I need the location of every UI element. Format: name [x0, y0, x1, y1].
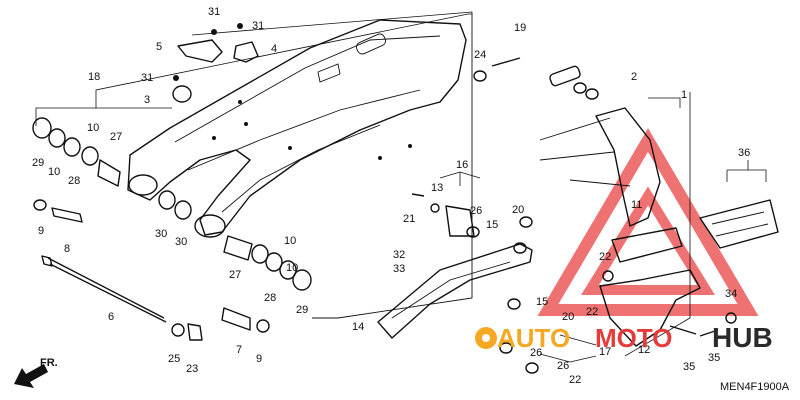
callout-number: 10 [87, 122, 99, 134]
callout-number: 15 [486, 219, 498, 231]
callout-number: 9 [38, 225, 44, 237]
callout-number: 5 [156, 41, 162, 53]
callout-number: 32 [393, 249, 405, 261]
callout-number: 36 [738, 147, 750, 159]
callout-number: 28 [68, 175, 80, 187]
callout-number: 1 [681, 89, 687, 101]
diagram-code: MEN4F1900A [720, 381, 790, 393]
callout-number: 14 [352, 321, 364, 333]
front-direction-icon [14, 364, 48, 388]
section-frames [35, 11, 767, 363]
callout-number: 29 [32, 157, 44, 169]
callout-number: 34 [725, 288, 737, 300]
pivot-shaft [33, 199, 270, 341]
upper-brackets [172, 23, 259, 103]
callout-number: 26 [530, 347, 542, 359]
chain-slider [377, 242, 533, 339]
callout-number: 11 [631, 199, 642, 211]
callout-number: 31 [208, 6, 220, 18]
callout-number: 27 [229, 269, 241, 281]
callout-number: 31 [252, 20, 264, 32]
callout-number: 2 [631, 71, 637, 83]
callout-number: 29 [296, 304, 308, 316]
drive-chain [539, 65, 661, 227]
callout-number: 25 [168, 353, 180, 365]
callout-number: 21 [403, 213, 415, 225]
callout-number: 9 [256, 353, 262, 365]
callout-number: 28 [264, 292, 276, 304]
callout-number: 26 [557, 360, 569, 372]
callout-number: 22 [599, 251, 611, 263]
callout-number: 10 [48, 166, 60, 178]
watermark-brand-auto: AUTO [497, 323, 570, 353]
callout-number: 33 [393, 263, 405, 275]
callout-number: 35 [683, 361, 695, 373]
callout-number: 13 [431, 182, 443, 194]
watermark-triangle-icon [537, 128, 759, 316]
callout-number: 15 [536, 296, 548, 308]
guide-pads [699, 199, 779, 249]
callout-number: 30 [175, 236, 187, 248]
pivot-bearings-left [32, 117, 192, 220]
watermark-brand-hub: HUB [712, 322, 773, 353]
callout-labels: 1234567899101010101112131415151617181920… [32, 6, 750, 386]
swingarm-body [127, 19, 467, 238]
front-label: FR. [40, 357, 58, 369]
callout-number: 24 [474, 49, 486, 61]
callout-number: 23 [186, 363, 198, 375]
callout-number: 22 [569, 374, 581, 386]
callout-number: 31 [141, 72, 153, 84]
callout-number: 22 [586, 306, 598, 318]
callout-number: 7 [236, 344, 242, 356]
callout-number: 10 [284, 235, 296, 247]
callout-number: 20 [512, 204, 524, 216]
callout-number: 6 [108, 311, 114, 323]
callout-number: 26 [470, 205, 482, 217]
slider-collar [411, 57, 539, 374]
callout-number: 12 [638, 344, 650, 356]
callout-number: 27 [110, 131, 122, 143]
callout-number: 18 [88, 71, 100, 83]
pivot-bearings-right [223, 235, 312, 291]
callout-number: 17 [599, 346, 611, 358]
callout-number: 20 [562, 311, 574, 323]
chain-guide [599, 227, 737, 347]
callout-number: 4 [271, 43, 277, 55]
watermark-logo: AUTO MOTO HUB [475, 322, 773, 353]
callout-number: 16 [456, 159, 468, 171]
callout-number: 10 [286, 262, 298, 274]
callout-number: 8 [64, 243, 70, 255]
watermark-brand-moto: MOTO [595, 323, 673, 353]
callout-number: 30 [155, 228, 167, 240]
callout-number: 3 [144, 94, 150, 106]
callout-number: 35 [708, 352, 720, 364]
callout-number: 19 [514, 22, 526, 34]
